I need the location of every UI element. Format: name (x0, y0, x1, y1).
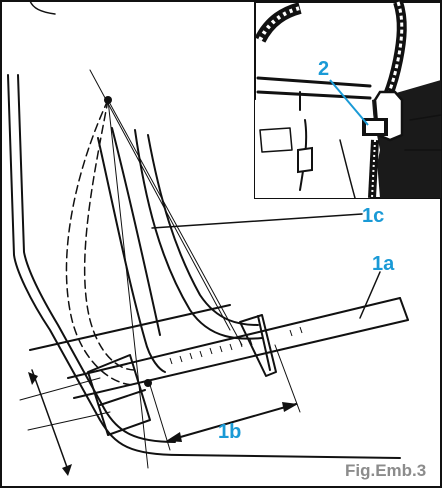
figure-caption: Fig.Emb.3 (345, 461, 426, 480)
leader-2 (329, 79, 369, 126)
inset-photo: 2 (254, 0, 442, 199)
leader-1a (359, 271, 381, 319)
rod-contact-point (144, 379, 152, 387)
label-1a: 1a (372, 253, 395, 275)
pedal-drawing (7, 69, 409, 476)
label-1c: 1c (362, 205, 384, 227)
label-2: 2 (318, 58, 329, 80)
label-1b: 1b (218, 421, 241, 443)
dimension-1b (169, 403, 297, 441)
leader-1c (151, 213, 363, 229)
top-corner-fragment (29, 0, 56, 15)
